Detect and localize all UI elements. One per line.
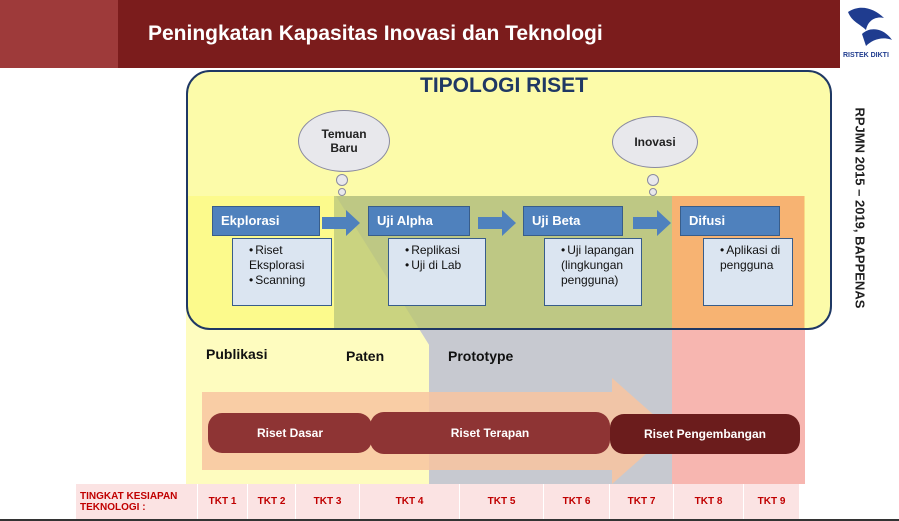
stage-uji-alpha: Uji Alpha bbox=[368, 206, 470, 236]
pill-riset-terapan: Riset Terapan bbox=[370, 412, 610, 454]
stage-difusi-detail: Aplikasi di pengguna bbox=[703, 238, 793, 306]
title-bar bbox=[0, 0, 840, 68]
list-item: Replikasi bbox=[405, 243, 479, 258]
tkt-level: TKT 8 bbox=[674, 484, 744, 519]
cloud-dot bbox=[338, 188, 346, 196]
tkt-level: TKT 9 bbox=[744, 484, 800, 519]
pill-riset-dasar: Riset Dasar bbox=[208, 413, 372, 453]
tkt-level: TKT 4 bbox=[360, 484, 460, 519]
stage-ekplorasi: Ekplorasi bbox=[212, 206, 320, 236]
arrow-right-icon bbox=[633, 210, 671, 236]
list-item: Scanning bbox=[249, 273, 325, 288]
cloud-temuan-baru: Temuan Baru bbox=[298, 110, 390, 172]
arrow-right-icon bbox=[478, 210, 516, 236]
tkt-level: TKT 3 bbox=[296, 484, 360, 519]
stage-uji-beta: Uji Beta bbox=[523, 206, 623, 236]
cloud-label: Inovasi bbox=[634, 135, 676, 149]
output-prototype: Prototype bbox=[448, 348, 514, 364]
stage-uji-beta-detail: Uji lapangan (lingkungan pengguna) bbox=[544, 238, 642, 306]
cloud-inovasi: Inovasi bbox=[612, 116, 698, 168]
output-paten: Paten bbox=[346, 348, 385, 364]
logo bbox=[840, 0, 899, 68]
source-note: RPJMN 2015 – 2019, BAPPENAS bbox=[852, 107, 868, 309]
stage-ekplorasi-detail: Riset Eksplorasi Scanning bbox=[232, 238, 332, 306]
list-item: Aplikasi di pengguna bbox=[720, 243, 786, 273]
bottom-border bbox=[0, 519, 899, 521]
tkt-level: TKT 5 bbox=[460, 484, 544, 519]
cloud-dot bbox=[649, 188, 657, 196]
title-accent bbox=[0, 0, 118, 68]
page-title: Peningkatan Kapasitas Inovasi dan Teknol… bbox=[148, 22, 603, 45]
stage-difusi: Difusi bbox=[680, 206, 780, 236]
stage-uji-alpha-detail: Replikasi Uji di Lab bbox=[388, 238, 486, 306]
list-item: Uji lapangan (lingkungan pengguna) bbox=[561, 243, 635, 288]
cloud-dot bbox=[647, 174, 659, 186]
arrow-right-icon bbox=[322, 210, 360, 236]
tkt-level: TKT 2 bbox=[248, 484, 296, 519]
tkt-level: TKT 1 bbox=[198, 484, 248, 519]
ristek-dikti-logo-icon bbox=[848, 7, 892, 46]
cloud-label: Temuan Baru bbox=[321, 127, 367, 155]
tkt-level: TKT 6 bbox=[544, 484, 610, 519]
diagram-heading: TIPOLOGI RISET bbox=[420, 74, 589, 97]
list-item: Riset Eksplorasi bbox=[249, 243, 325, 273]
cloud-dot bbox=[336, 174, 348, 186]
pill-riset-pengembangan: Riset Pengembangan bbox=[610, 414, 800, 454]
logo-text: RISTEK DIKTI bbox=[843, 52, 889, 59]
tkt-row: TINGKAT KESIAPAN TEKNOLOGI : TKT 1 TKT 2… bbox=[76, 484, 800, 519]
tkt-level: TKT 7 bbox=[610, 484, 674, 519]
output-publikasi: Publikasi bbox=[206, 346, 268, 362]
tkt-label: TINGKAT KESIAPAN TEKNOLOGI : bbox=[76, 484, 198, 519]
list-item: Uji di Lab bbox=[405, 258, 479, 273]
